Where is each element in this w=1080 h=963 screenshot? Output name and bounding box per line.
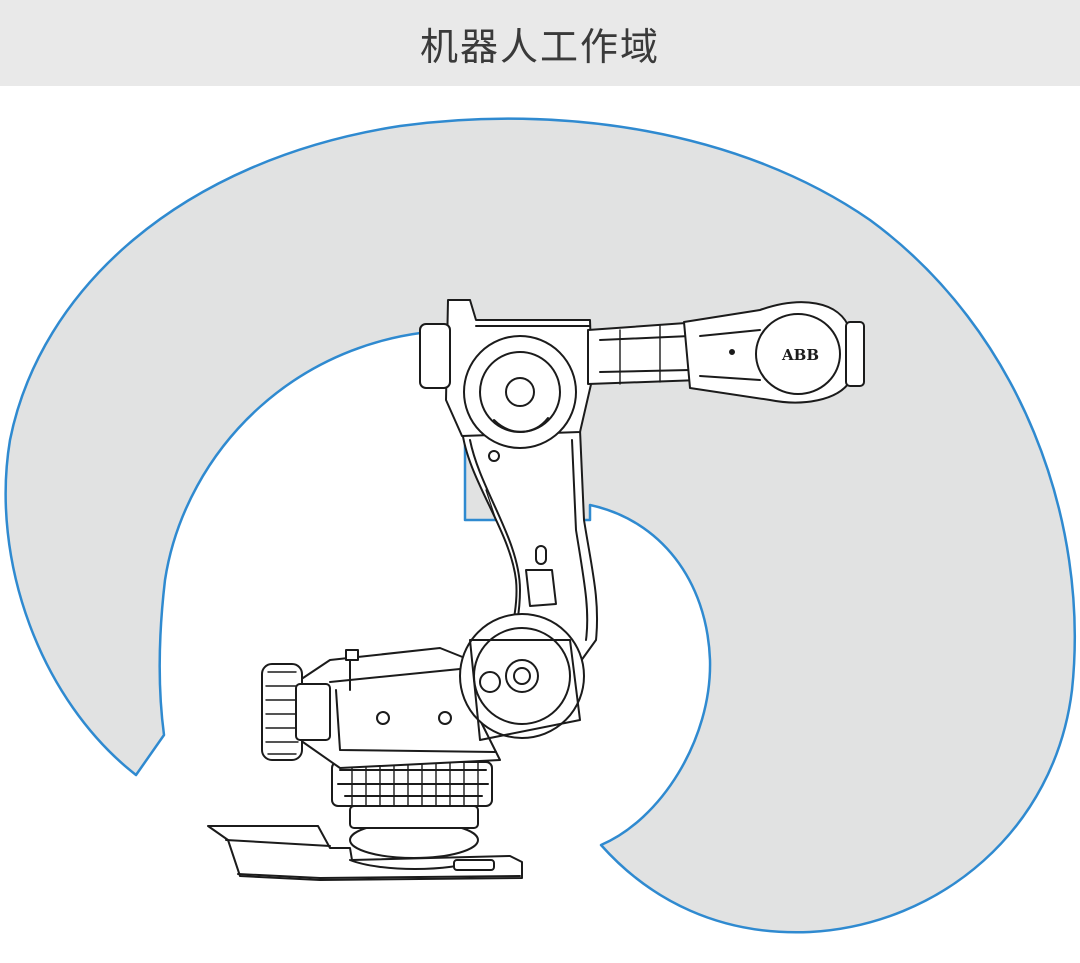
robot-logo-abb: ABB [781,346,819,364]
robot-axis2-joint [459,613,585,741]
robot-wrist: ABB [683,301,865,404]
robot-base-plate [207,805,523,881]
robot-upper-housing [419,299,593,449]
robot-arm-drawing: ABB [207,299,865,881]
work-envelope-diagram: ABB [0,86,1080,963]
robot-rotating-base [331,761,493,807]
robot-lower-housing [299,647,501,769]
robot-forearm [587,321,701,385]
page-title: 机器人工作域 [419,24,660,69]
page-header: 机器人工作域 [0,0,1080,86]
robot-rear-motor [261,663,331,761]
work-envelope-svg: ABB [4,117,1076,934]
